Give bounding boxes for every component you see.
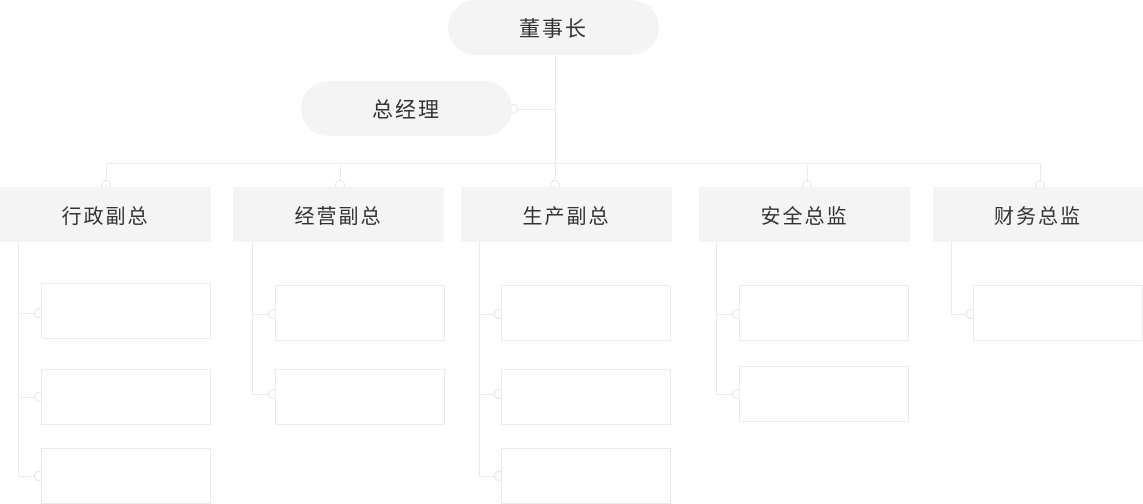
sub-box [275, 285, 445, 341]
dept-operations-vp: 经营副总 [233, 187, 444, 242]
sub-box [41, 448, 211, 504]
sub-box [739, 366, 909, 422]
sub-connector [479, 394, 501, 395]
sub-line-1 [18, 242, 19, 476]
sub-box [501, 285, 671, 341]
dept-finance-director: 财务总监 [933, 187, 1143, 242]
connector-horizontal-bus [106, 163, 1041, 164]
sub-connector [716, 314, 739, 315]
dept-production-vp: 生产副总 [461, 187, 672, 242]
connector-dept-5 [1040, 163, 1041, 188]
connector-dept-2 [340, 163, 341, 188]
sub-connector [18, 313, 41, 314]
sub-connector [479, 476, 501, 477]
sub-connector [951, 314, 973, 315]
sub-connector [716, 394, 739, 395]
chairman-node: 董事长 [448, 0, 659, 55]
sub-box [41, 369, 211, 425]
sub-box [501, 369, 671, 425]
general-manager-node: 总经理 [301, 81, 512, 136]
sub-box [41, 283, 211, 339]
sub-box [739, 285, 909, 341]
connector-dept-4 [807, 163, 808, 188]
sub-line-3 [479, 242, 480, 476]
dept-safety-director: 安全总监 [699, 187, 910, 242]
connector-dept-1 [106, 163, 107, 188]
dept-admin-vp: 行政副总 [0, 187, 211, 242]
sub-connector [18, 397, 41, 398]
sub-box [973, 285, 1143, 341]
sub-connector [18, 476, 41, 477]
sub-line-5 [951, 242, 952, 314]
sub-line-2 [252, 242, 253, 394]
sub-connector [252, 314, 275, 315]
sub-line-4 [716, 242, 717, 394]
connector-chairman-down [555, 55, 556, 188]
sub-connector [252, 394, 275, 395]
sub-connector [479, 314, 501, 315]
sub-box [275, 369, 445, 425]
connector-gm [513, 109, 555, 110]
sub-box [501, 448, 671, 504]
